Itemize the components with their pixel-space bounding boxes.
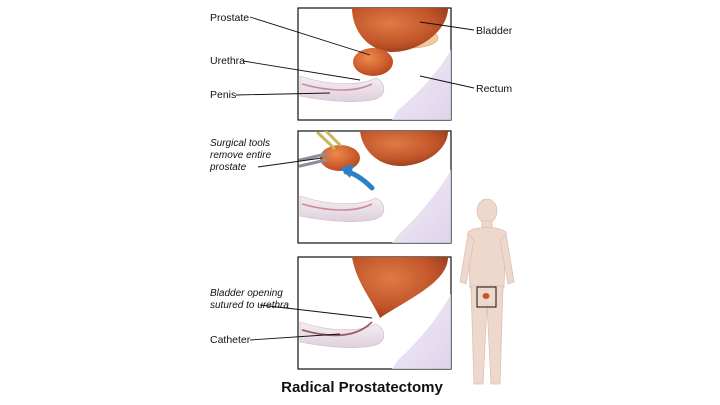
leader-penis xyxy=(235,92,331,96)
label-bladder-opening-line1: Bladder opening xyxy=(210,288,283,299)
label-rectum: Rectum xyxy=(476,83,512,95)
urethra-shape-2 xyxy=(301,203,373,211)
leader-bladder-opening xyxy=(259,304,373,319)
leader-rectum xyxy=(419,75,475,89)
leader-urethra xyxy=(242,60,361,81)
rectum-shape-2 xyxy=(392,169,451,243)
label-catheter: Catheter xyxy=(210,334,251,346)
diagram-title: Radical Prostatectomy xyxy=(281,379,443,396)
figure-torso xyxy=(467,227,507,289)
penis-shape xyxy=(299,75,385,102)
catheter-shape xyxy=(301,321,373,337)
label-bladder-opening-line2: sutured to urethra xyxy=(210,300,289,311)
label-surgical-line3: prostate xyxy=(209,162,247,173)
bladder-shape-3 xyxy=(352,257,448,318)
bladder-shape xyxy=(352,8,448,52)
figure-arm-left xyxy=(459,233,475,285)
penis-shape-2 xyxy=(299,195,385,222)
urethra-shape xyxy=(301,83,373,91)
label-urethra: Urethra xyxy=(210,55,245,67)
leader-bladder xyxy=(419,21,475,31)
leader-surgical xyxy=(257,157,323,168)
figure-highlight-box xyxy=(476,286,497,308)
panel-3 xyxy=(297,256,452,370)
leader-prostate xyxy=(249,16,371,56)
rectum-shape-3 xyxy=(392,293,451,369)
bladder-shape-2 xyxy=(360,131,448,166)
prostate-shape xyxy=(353,48,393,76)
figure-legs xyxy=(470,285,504,385)
removal-arrow-head xyxy=(340,164,354,178)
panel-1 xyxy=(297,7,452,121)
label-bladder: Bladder xyxy=(476,25,513,37)
human-figure xyxy=(459,198,515,385)
label-penis: Penis xyxy=(210,89,236,101)
rectum-shape xyxy=(392,49,451,120)
surgical-tool-lower xyxy=(298,152,328,168)
figure-organ-marker xyxy=(482,293,490,299)
label-prostate: Prostate xyxy=(210,12,249,24)
label-surgical-line1: Surgical tools xyxy=(210,138,270,149)
surgical-tool-upper xyxy=(316,131,342,150)
figure-arm-right xyxy=(499,233,515,285)
panel-2 xyxy=(297,130,452,244)
leader-catheter xyxy=(249,333,341,341)
figure-head xyxy=(476,198,498,224)
label-surgical-line2: remove entire xyxy=(210,150,272,161)
prostate-shape-2 xyxy=(320,145,360,171)
